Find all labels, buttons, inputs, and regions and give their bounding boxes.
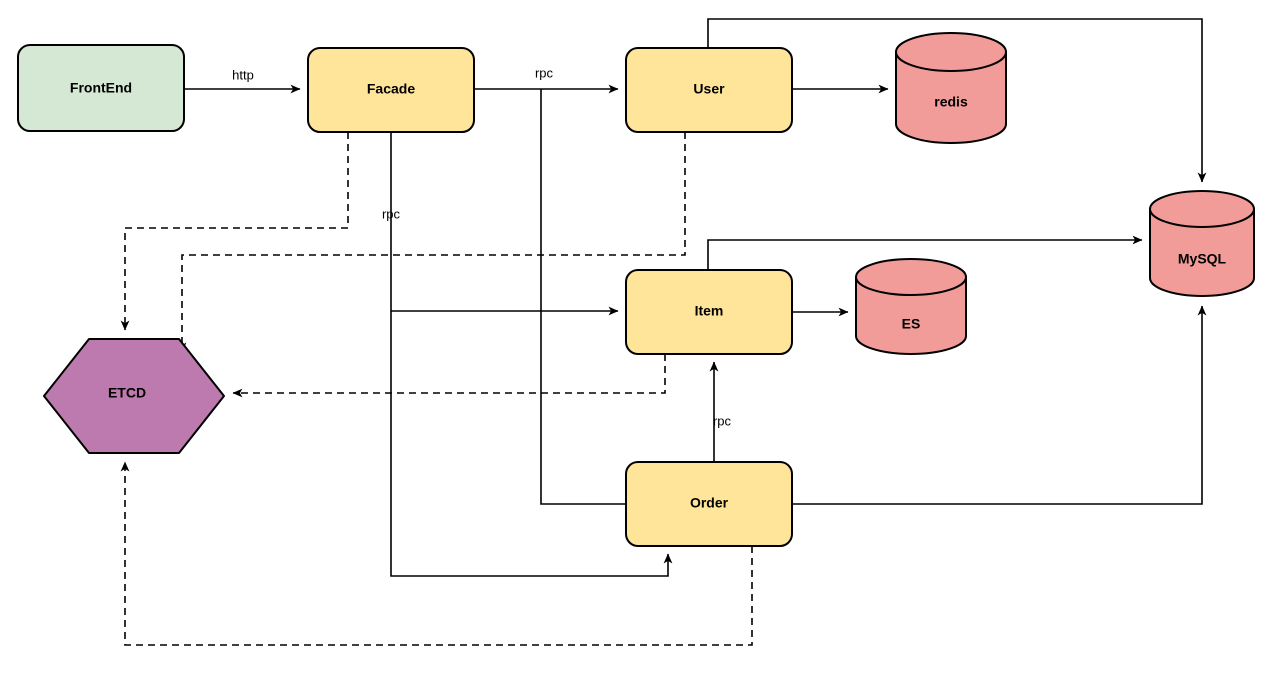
edge-order-etcd: [120, 461, 753, 646]
node-item[interactable]: Item: [625, 269, 793, 355]
edge-order-user: [540, 89, 626, 505]
node-user[interactable]: User: [625, 47, 793, 133]
node-redis[interactable]: redis: [895, 32, 1007, 144]
edge-item-mysql: [707, 235, 1143, 270]
edge-facade-etcd: [120, 132, 349, 331]
edge-user-mysql: [707, 18, 1207, 183]
edge-order-mysql: [792, 305, 1207, 505]
edge-facade-item: [390, 132, 619, 316]
edge-item-etcd: [232, 354, 666, 398]
node-frontend[interactable]: FrontEnd: [17, 44, 185, 132]
edge-label-rpc-order-item: rpc: [713, 413, 732, 428]
node-es[interactable]: ES: [855, 258, 967, 355]
edge-user-etcd: [177, 132, 686, 353]
edges-layer: [120, 18, 1207, 646]
edge-label-rpc-facade-user: rpc: [535, 65, 554, 80]
node-facade[interactable]: Facade: [307, 47, 475, 133]
nodes-layer: FrontEnd Facade User Item Order ETCD: [17, 32, 1255, 547]
edge-label-http: http: [232, 67, 254, 82]
node-etcd[interactable]: ETCD: [43, 338, 225, 454]
node-order[interactable]: Order: [625, 461, 793, 547]
edge-facade-order: [390, 311, 673, 577]
node-mysql[interactable]: MySQL: [1149, 190, 1255, 297]
